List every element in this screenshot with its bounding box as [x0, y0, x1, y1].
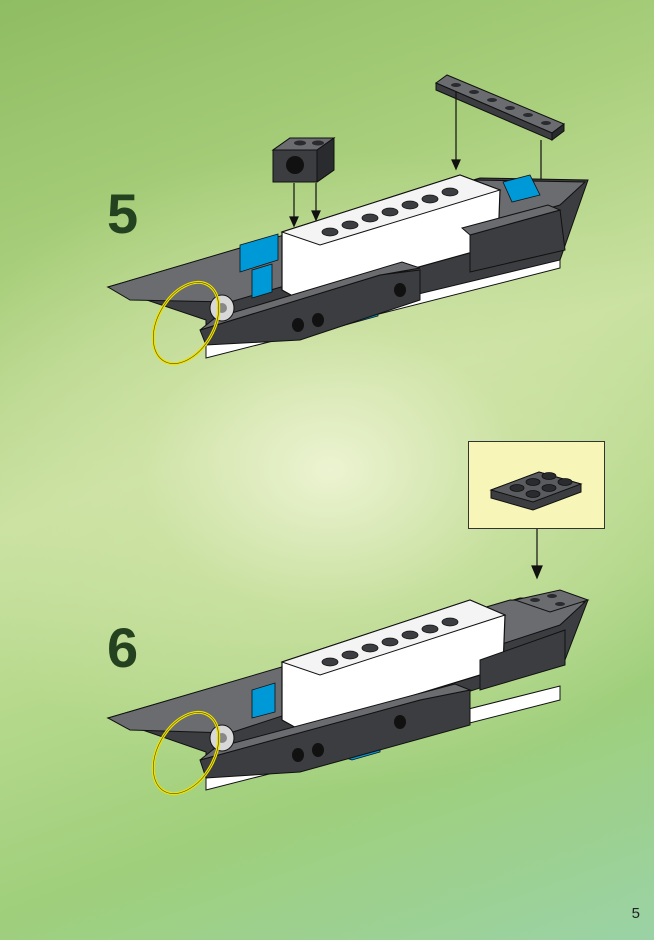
- step-6-number: 6: [107, 616, 139, 679]
- yellow-ring-icon: [151, 710, 221, 796]
- lego-plate-2x3-icon: [489, 471, 583, 511]
- step-5-illustration: [106, 74, 589, 366]
- brick-1x2-technic: [271, 137, 336, 183]
- arrow-down-icon: [531, 529, 543, 580]
- step-5-number: 5: [107, 182, 139, 245]
- page-number: 5: [631, 905, 640, 922]
- plate-1x6: [434, 74, 565, 141]
- boat-assembly-step-5: [106, 174, 589, 359]
- boat-assembly-step-6: [106, 589, 590, 791]
- parts-callout-box: [468, 441, 605, 529]
